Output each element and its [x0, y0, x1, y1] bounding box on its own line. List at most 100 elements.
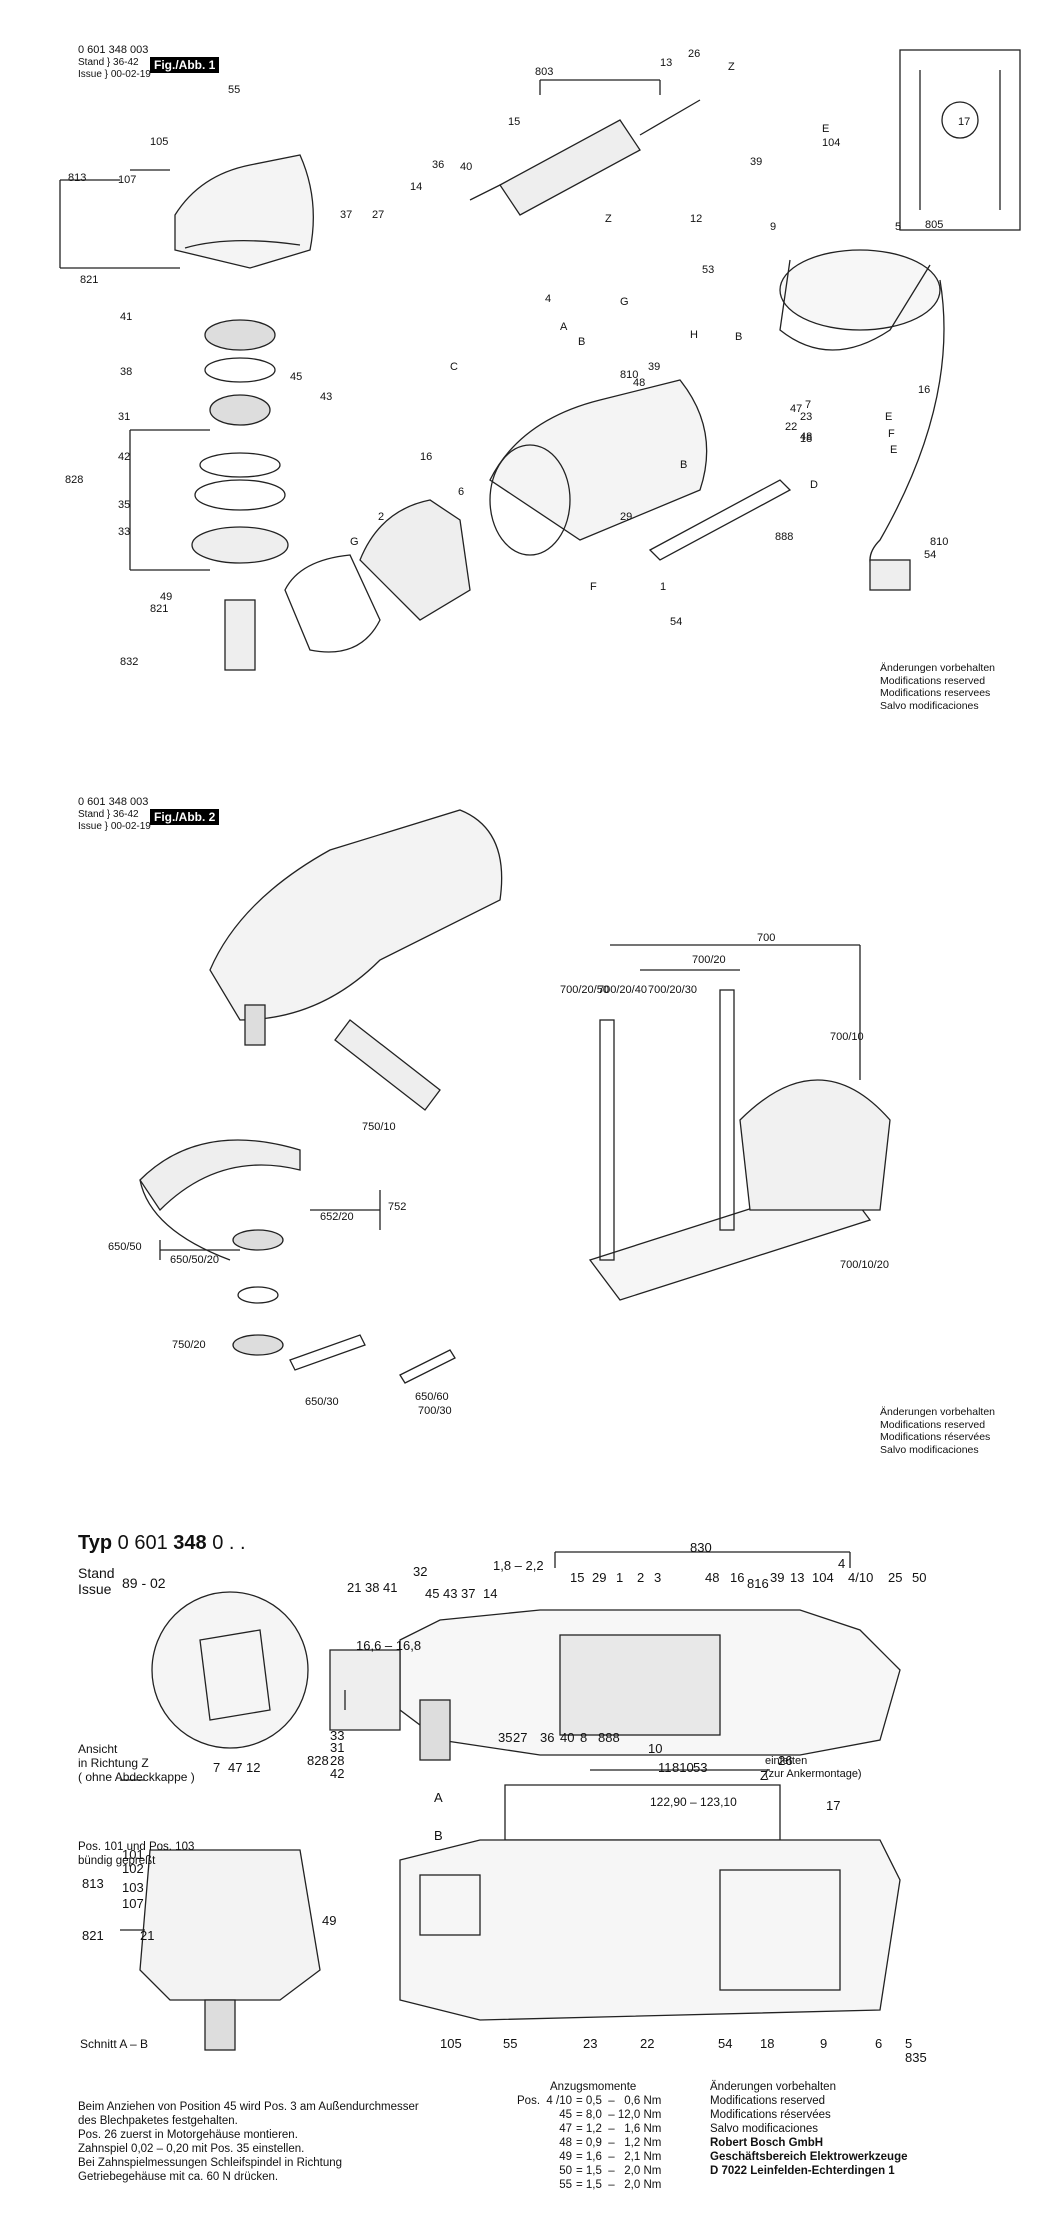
fig1-issue-label: Issue: [78, 69, 102, 80]
note-line: Beim Anziehen von Position 45 wird Pos. …: [78, 2101, 419, 2113]
fig1-part-label: 104: [822, 137, 840, 149]
fig1-part-label: 36: [432, 159, 444, 171]
fig1-part-label: 805: [925, 219, 943, 231]
fig2-part-label: 700/30: [418, 1405, 452, 1417]
fig1-part-label: Z: [605, 213, 612, 225]
view-z-part-label: 12: [246, 1760, 260, 1775]
side-view-part-label: 9: [820, 2036, 827, 2051]
torque-row: 49 = 1,6 – 2,1 Nm: [510, 2150, 661, 2164]
note-line: Bei Zahnspielmessungen Schleifspindel in…: [78, 2157, 343, 2169]
typ-number-bold: 348: [173, 1532, 207, 1554]
fig1-part-label: G: [620, 296, 629, 308]
fig1-part-label: 7: [805, 399, 811, 411]
fig1-part-label: 38: [120, 366, 132, 378]
fig1-part-label: 4: [545, 293, 551, 305]
typ-label: Typ: [78, 1532, 113, 1554]
fig3-part-label: 38: [365, 1580, 379, 1595]
fig1-part-label: 5: [895, 221, 901, 233]
press-note: Pos. 101 und Pos. 103 bündig gepreßt: [78, 1840, 194, 1868]
typ-suffix: 0 . .: [212, 1532, 246, 1554]
section-ab-part-label: 101: [122, 1847, 144, 1862]
fig3-part-label: 16: [730, 1570, 744, 1585]
fig1-part-label: 832: [120, 656, 138, 668]
section-ab-label: Schnitt A – B: [80, 2037, 149, 2051]
view-caption-line: Ansicht: [78, 1742, 118, 1756]
fig1-stand-label: Stand: [78, 57, 105, 68]
side-view-part-label: 5: [905, 2036, 912, 2051]
fig2-part-label: 650/30: [305, 1396, 339, 1408]
fig1-part-label: 828: [65, 474, 83, 486]
side-view-part-label: 54: [718, 2036, 732, 2051]
fig3-part-label: 25: [888, 1570, 902, 1585]
fig3-part-label: 830: [690, 1540, 712, 1555]
fig3-part-label: 16,6 – 16,8: [356, 1638, 421, 1653]
fig3-part-label: 29: [592, 1570, 606, 1585]
fig3-part-label: 53: [693, 1760, 707, 1775]
fig1-part-label: H: [690, 329, 698, 341]
fig2-part-label: 652/20: [320, 1211, 354, 1223]
section-ab-part-label: 103: [122, 1880, 144, 1895]
fig1-part-label: 2: [378, 511, 384, 523]
greasing-line: (zur Ankermontage): [765, 1768, 862, 1780]
fig1-part-label: 42: [118, 451, 130, 463]
fig1-part-label: 39: [750, 156, 762, 168]
fig2-part-label: 750/10: [362, 1121, 396, 1133]
fig3-part-label: 42: [330, 1766, 344, 1781]
side-view-part-label: A: [434, 1790, 443, 1805]
torque-pos: 48: [559, 2137, 572, 2149]
fig3-issue-label: Issue: [78, 1581, 112, 1597]
fig3-part-label: 888: [598, 1730, 620, 1745]
fig3-part-label: 27: [513, 1730, 527, 1745]
fig2-label: Fig./Abb. 2: [150, 809, 220, 825]
fig1-part-label: 33: [118, 526, 130, 538]
fig2-change-line: Salvo modificaciones: [880, 1443, 979, 1456]
fig1-doc-number: 0 601 348 003: [78, 44, 149, 56]
greasing-note: einfetten (zur Ankermontage): [765, 1755, 862, 1781]
torque-value: = 1,5 – 2,0 Nm: [576, 2165, 662, 2177]
section-ab-part-label: 49: [322, 1913, 336, 1928]
fig1-part-label: 888: [775, 531, 793, 543]
torque-pos: 49: [559, 2151, 572, 2163]
fig1-part-label: C: [450, 361, 458, 373]
note-line: Getriebegehäuse mit ca. 60 N drücken.: [78, 2171, 279, 2183]
fig1-change-line: Modifications reservees: [880, 687, 991, 699]
section-ab-part-label: 107: [122, 1896, 144, 1911]
fig1-part-label: 49: [160, 591, 172, 603]
fig3-part-label: Z: [760, 1768, 768, 1783]
fig3-stand: Stand Issue: [78, 1565, 115, 1597]
fig1-part-label: 39: [648, 361, 660, 373]
fig1-part-label: 16: [918, 384, 930, 396]
fig2-change-line: Modifications reserved: [880, 1418, 986, 1431]
torque-row: Pos. 4 /10= 0,5 – 0,6 Nm: [510, 2094, 661, 2108]
fig1-part-label: B: [578, 336, 585, 348]
fig1-header: 0 601 348 003 Stand } 36-42 Issue } 00-0…: [78, 44, 151, 80]
fig2-part-label: 650/50/20: [170, 1254, 219, 1266]
fig3-part-label: 40: [560, 1730, 574, 1745]
fig1-part-label: 54: [670, 616, 682, 628]
view-caption-line: ( ohne Abdeckkappe ): [78, 1770, 195, 1784]
fig2-part-label: 650/60: [415, 1391, 449, 1403]
fig3-part-label: 21: [347, 1580, 361, 1595]
fig1-part-label: E: [890, 444, 897, 456]
fig2-part-label: 700: [757, 932, 775, 944]
fig3-part-label: 4/10: [848, 1570, 873, 1585]
torque-pos: Pos. 4 /10: [517, 2095, 572, 2107]
fig1-part-label: 17: [958, 116, 970, 128]
fig1-part-label: 803: [535, 66, 553, 78]
fig1-part-label: A: [560, 321, 568, 333]
fig3-part-label: 43: [443, 1586, 457, 1601]
fig1-part-label: 43: [320, 391, 332, 403]
fig2-header: 0 601 348 003 Stand } 36-42 Issue } 00-0…: [78, 796, 151, 832]
fig1-part-label: F: [590, 581, 597, 593]
fig1-part-label: 6: [458, 486, 464, 498]
torque-pos: 45: [559, 2109, 572, 2121]
fig2-changes: Änderungen vorbehalten Modifications res…: [880, 1406, 995, 1456]
torque-value: = 1,6 – 2,1 Nm: [576, 2151, 662, 2163]
fig1-part-label: 41: [120, 311, 132, 323]
fig1-part-label: 813: [68, 172, 86, 184]
fig1-part-label: G: [350, 536, 359, 548]
assembly-notes: Beim Anziehen von Position 45 wird Pos. …: [78, 2100, 419, 2184]
fig1-part-label: 22: [785, 421, 797, 433]
